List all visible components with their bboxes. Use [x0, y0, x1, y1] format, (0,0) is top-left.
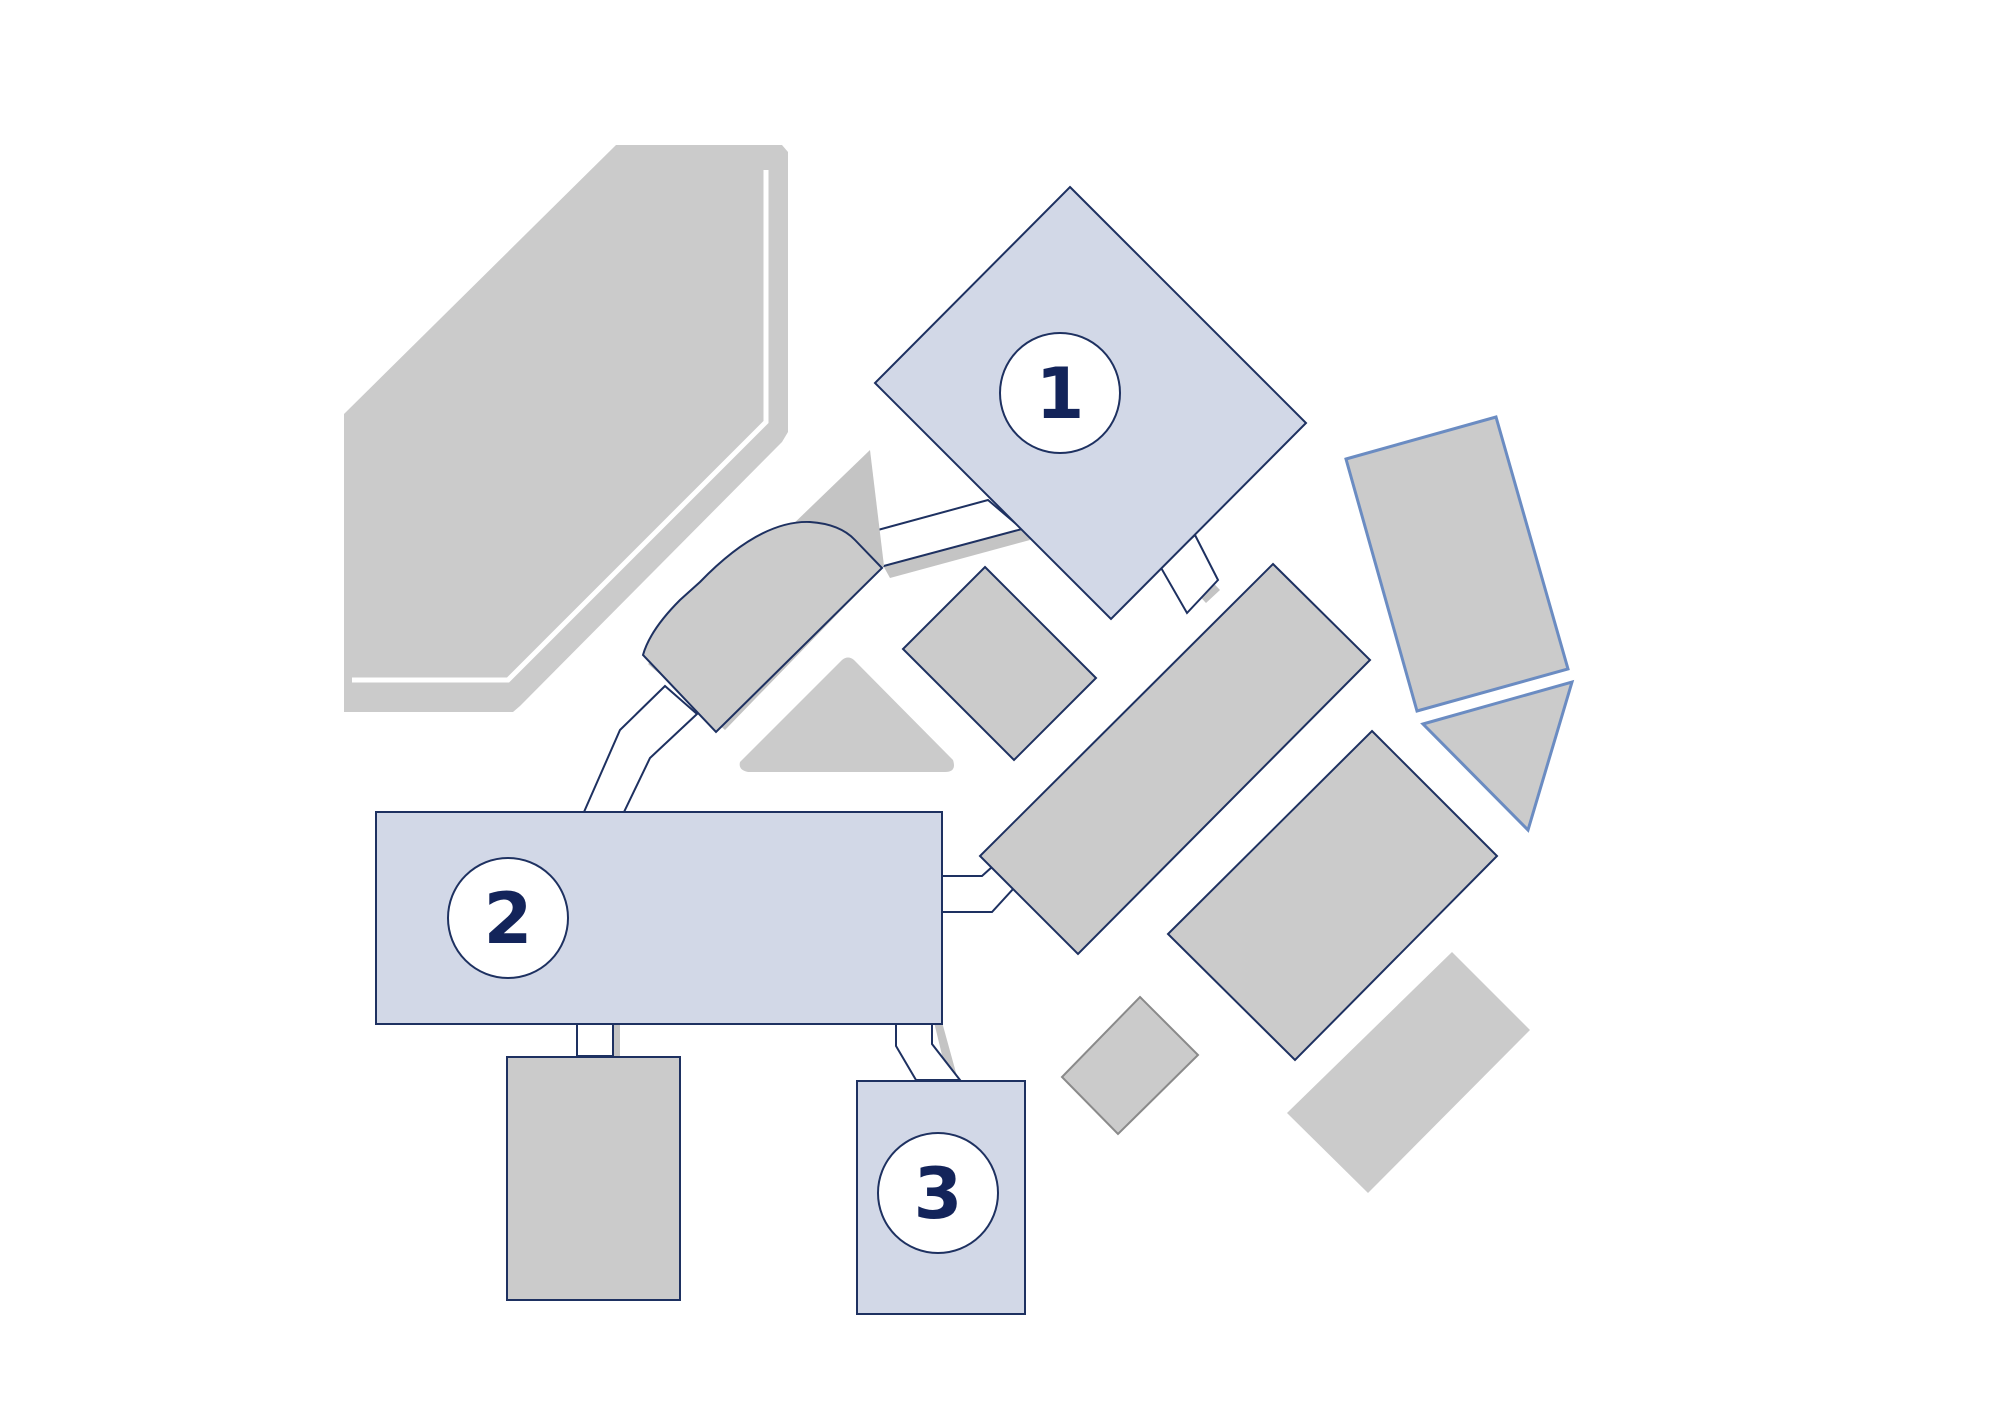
building-south	[506, 1056, 681, 1301]
marker-1-circle	[999, 332, 1121, 454]
building-northwest-inner-line	[352, 170, 769, 683]
marker-3[interactable]: 3	[877, 1132, 999, 1254]
marker-1[interactable]: 1	[999, 332, 1121, 454]
building-east-tall	[1344, 415, 1570, 713]
marker-2-circle	[447, 857, 569, 979]
outlined-gray-buildings	[506, 520, 1499, 1301]
building-long-diagonal	[978, 562, 1372, 956]
building-triangle-center	[739, 657, 954, 772]
building-small-diamond	[1060, 995, 1200, 1136]
building-center-square	[901, 565, 1098, 762]
marker-1-label: 1	[1036, 353, 1085, 435]
marker-2-label: 2	[484, 878, 533, 960]
gray-buildings	[344, 145, 1530, 1193]
marker-2[interactable]: 2	[447, 857, 569, 979]
building-east-large	[1287, 952, 1530, 1193]
marker-3-circle	[877, 1132, 999, 1254]
light-outlined-buildings	[1344, 415, 1575, 833]
building-southeast	[1166, 729, 1499, 1062]
marker-3-label: 3	[914, 1153, 963, 1235]
building-northwest	[344, 145, 788, 712]
walkway-south	[576, 1021, 614, 1057]
building-curved	[641, 520, 884, 734]
building-east-triangle	[1420, 679, 1575, 833]
